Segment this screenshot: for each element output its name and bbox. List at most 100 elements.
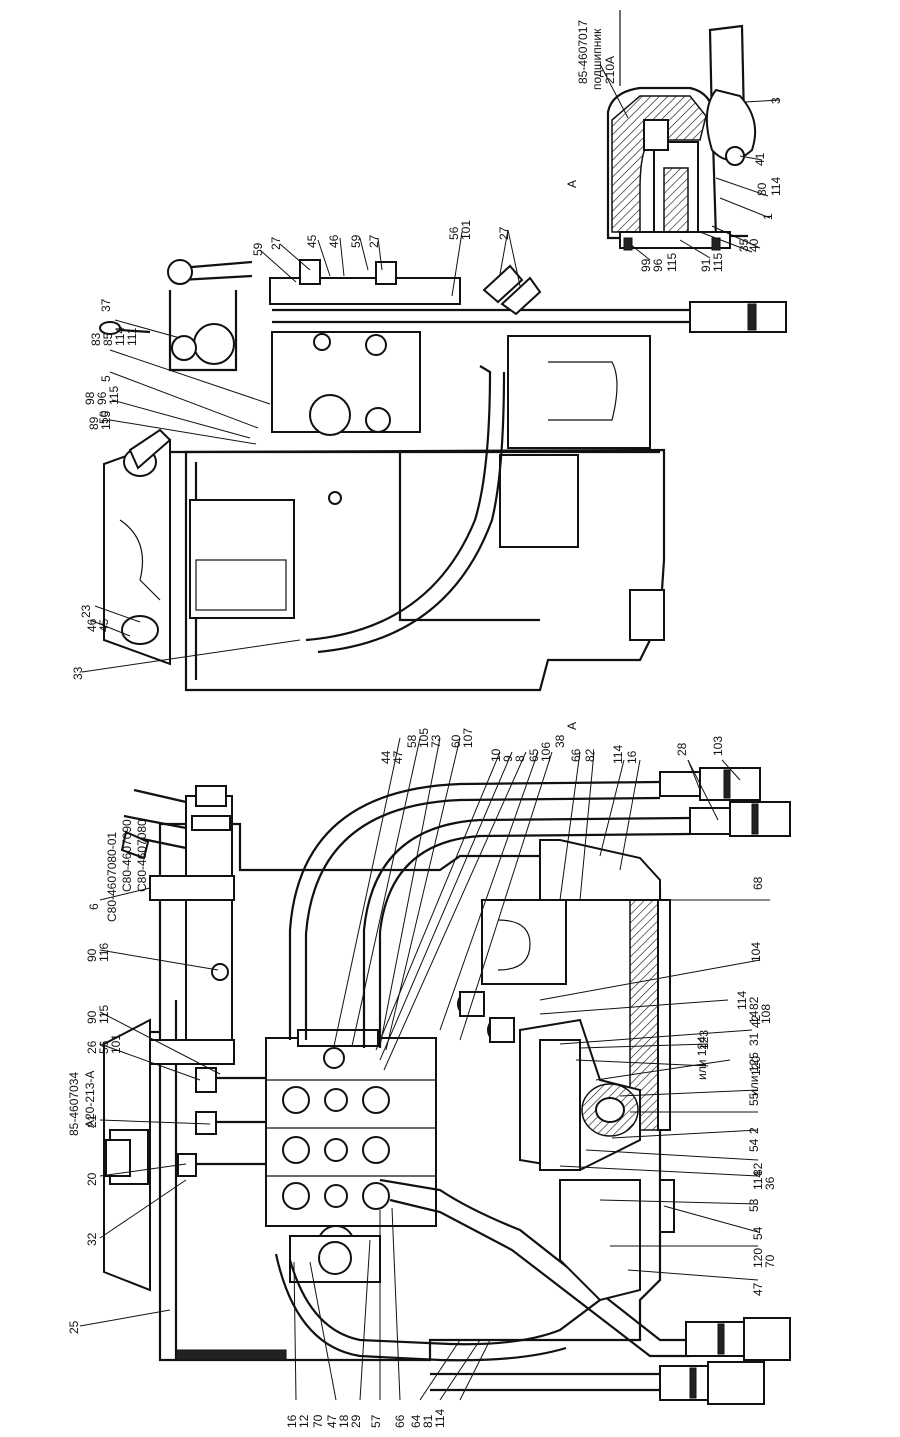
lower-view-callout: 12 <box>297 1414 311 1428</box>
upper-view-callout: 114 <box>113 327 127 346</box>
upper-view-callout: 59 <box>251 242 265 256</box>
upper-view-callout: 46 <box>85 618 99 632</box>
lower-view-callout: 90 <box>85 948 99 962</box>
lower-view-callout: 57 <box>369 1414 383 1428</box>
lower-view-callout: 116 <box>97 943 111 962</box>
lower-view-callout: 47 <box>391 750 405 764</box>
upper-view-callout: 115 <box>107 386 121 405</box>
lower-view-callout: 107 <box>461 728 475 748</box>
upper-view-callout: 33 <box>71 666 85 680</box>
lower-view-callout: 25 <box>67 1320 81 1334</box>
upper-view-callout: 83 <box>89 332 103 346</box>
upper-view-callout: 111 <box>125 327 139 346</box>
view-a-callout: 96 <box>651 258 665 272</box>
lower-view-callout: 115 <box>97 1005 111 1024</box>
lower-view-callout: 42 <box>749 1014 763 1028</box>
lower-view-callout: 31 <box>747 1032 761 1046</box>
upper-view-callout: 101 <box>459 220 473 240</box>
view-a-callout: 91 <box>699 258 713 272</box>
lower-view-callout: 20 <box>85 1172 99 1186</box>
lower-view-callout: 16 <box>625 750 639 764</box>
lower-view-callout: 6 <box>87 903 101 910</box>
upper-view-callout: 45 <box>97 618 111 632</box>
view-a-callout: 1 <box>761 213 775 220</box>
lower-view-callout: 120 <box>749 1056 763 1076</box>
lower-view-callout: 14 <box>747 1010 761 1024</box>
part-number-3: C80-4607080 <box>135 819 149 892</box>
view-a-callout: 41 <box>753 152 767 166</box>
lower-view-callout: 66 <box>569 748 583 762</box>
lower-view-callout: 38 <box>553 734 567 748</box>
lower-view-callout: 106 <box>539 742 553 762</box>
lower-view-callout: 108 <box>759 1004 773 1024</box>
upper-view-drawing <box>81 229 787 692</box>
part-number-1: C80-4607080-01 <box>105 832 119 922</box>
lower-view-callout: 54 <box>751 1226 765 1240</box>
lower-view-callout: 123 <box>697 1030 711 1050</box>
lower-view-callout: 70 <box>763 1254 777 1268</box>
view-a-callout: 40 <box>747 238 761 252</box>
lower-view-drawing <box>79 737 791 1405</box>
lower-view-callout: 2 <box>747 1127 761 1134</box>
upper-view-callout: 45 <box>305 234 319 248</box>
lower-view-callout: 81 <box>421 1414 435 1428</box>
lower-view-callout: 64 <box>409 1414 423 1428</box>
lower-view-callout: 104 <box>749 942 763 962</box>
lower-view-callout: 114 <box>433 1409 447 1428</box>
upper-view-callout: 23 <box>79 604 93 618</box>
lower-view-callout: 21 <box>85 1114 99 1128</box>
lower-view-callout: 16 <box>285 1414 299 1428</box>
view-a-part-note-3: 210А <box>603 56 617 84</box>
view-a-part-note-1: 85-4607017 <box>576 20 590 84</box>
lower-view-callout: 10 <box>489 748 503 762</box>
view-a-part-note-2: подшипник <box>590 28 604 90</box>
lower-view-callout: 32 <box>85 1232 99 1246</box>
lower-view-callout: 26 <box>85 1040 99 1054</box>
lower-view-callout: 47 <box>325 1414 339 1428</box>
part-number-2: C80-4607090 <box>120 819 134 892</box>
lower-view-callout: 70 <box>311 1414 325 1428</box>
lower-view-callout: 47 <box>751 1282 765 1296</box>
view-a-title: А <box>565 180 579 188</box>
lower-view-callout: или 125 <box>747 1052 761 1096</box>
lower-view-callout: 82 <box>751 1162 765 1176</box>
lower-view-callout: 103 <box>711 736 725 756</box>
upper-view-callout: 85 <box>101 332 115 346</box>
view-a-callout: 114 <box>769 177 783 196</box>
lower-view-callout: 36 <box>763 1176 777 1190</box>
upper-view-callout: 37 <box>99 298 113 312</box>
part-number-5: A20-213-A <box>83 1071 97 1128</box>
lower-view-callout: 44 <box>379 750 393 764</box>
lower-view-callout: 114 <box>751 1171 765 1190</box>
upper-view-callout: 96 <box>95 391 109 405</box>
lower-view-callout: 120 <box>751 1248 765 1268</box>
view-a-callout: 3 <box>769 97 783 104</box>
view-a-callout: 80 <box>755 182 769 196</box>
lower-view-callout: 105 <box>417 728 431 748</box>
lower-view-callout: 60 <box>449 734 463 748</box>
lower-view-callout: 82 <box>583 748 597 762</box>
upper-view-callout: 27 <box>269 236 283 250</box>
lower-view-callout: 54 <box>747 1138 761 1152</box>
lower-view-callout: 29 <box>349 1414 363 1428</box>
upper-view-callout: 50 <box>97 410 111 424</box>
lower-view-callout: 90 <box>85 1010 99 1024</box>
upper-view-callout: 59 <box>349 234 363 248</box>
view-a-callout: 115 <box>711 253 725 272</box>
view-a-callout: 99 <box>639 258 653 272</box>
lower-view-callout: 8 <box>513 755 527 762</box>
upper-view-callout: 27 <box>367 234 381 248</box>
section-mark-a: А <box>565 722 579 730</box>
lower-view-callout: 18 <box>337 1414 351 1428</box>
upper-view-callout: 46 <box>327 234 341 248</box>
lower-view-callout: или 124 <box>695 1036 709 1080</box>
lower-view-callout: 66 <box>393 1414 407 1428</box>
upper-view-callout: 27 <box>497 226 511 240</box>
lower-view-callout: 28 <box>675 742 689 756</box>
lower-view-callout: 101 <box>109 1034 123 1054</box>
part-number-4: 85-4607034 <box>67 1072 81 1136</box>
lower-view-callout: 65 <box>527 748 541 762</box>
